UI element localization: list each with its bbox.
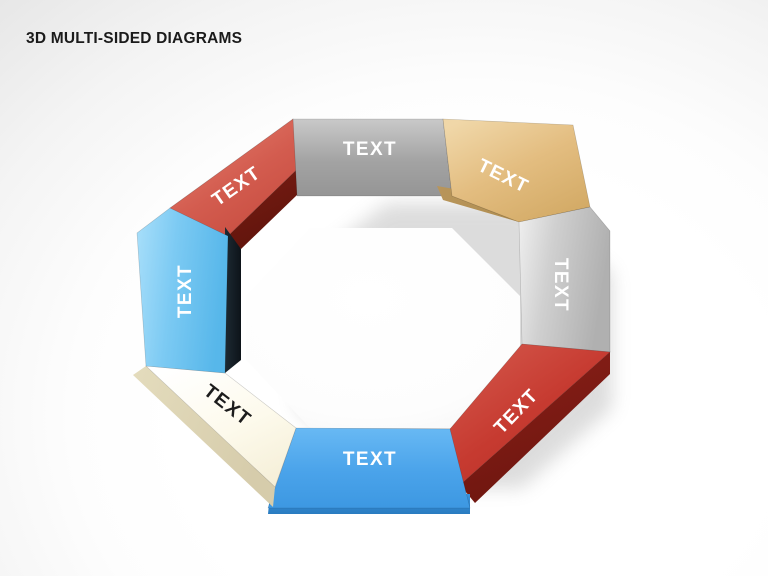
segment-bottom[interactable]: TEXT: [267, 427, 471, 514]
segment-top-face: [292, 118, 453, 197]
segment-left-side: [225, 227, 241, 373]
segment-right[interactable]: TEXT: [518, 206, 611, 353]
segment-top[interactable]: TEXT: [292, 118, 453, 197]
segment-left-face: [136, 207, 229, 374]
ring-inner-hole: [246, 228, 520, 428]
segment-right-face: [518, 206, 611, 353]
segment-bottom-right-side: [460, 352, 610, 503]
page-title: 3D MULTI-SIDED DIAGRAMS: [26, 30, 243, 47]
segment-bottom-left[interactable]: TEXT: [133, 365, 297, 507]
segment-bottom-left-side: [133, 366, 275, 507]
segment-bottom-face: [267, 427, 471, 509]
segment-left[interactable]: TEXT: [136, 207, 241, 374]
